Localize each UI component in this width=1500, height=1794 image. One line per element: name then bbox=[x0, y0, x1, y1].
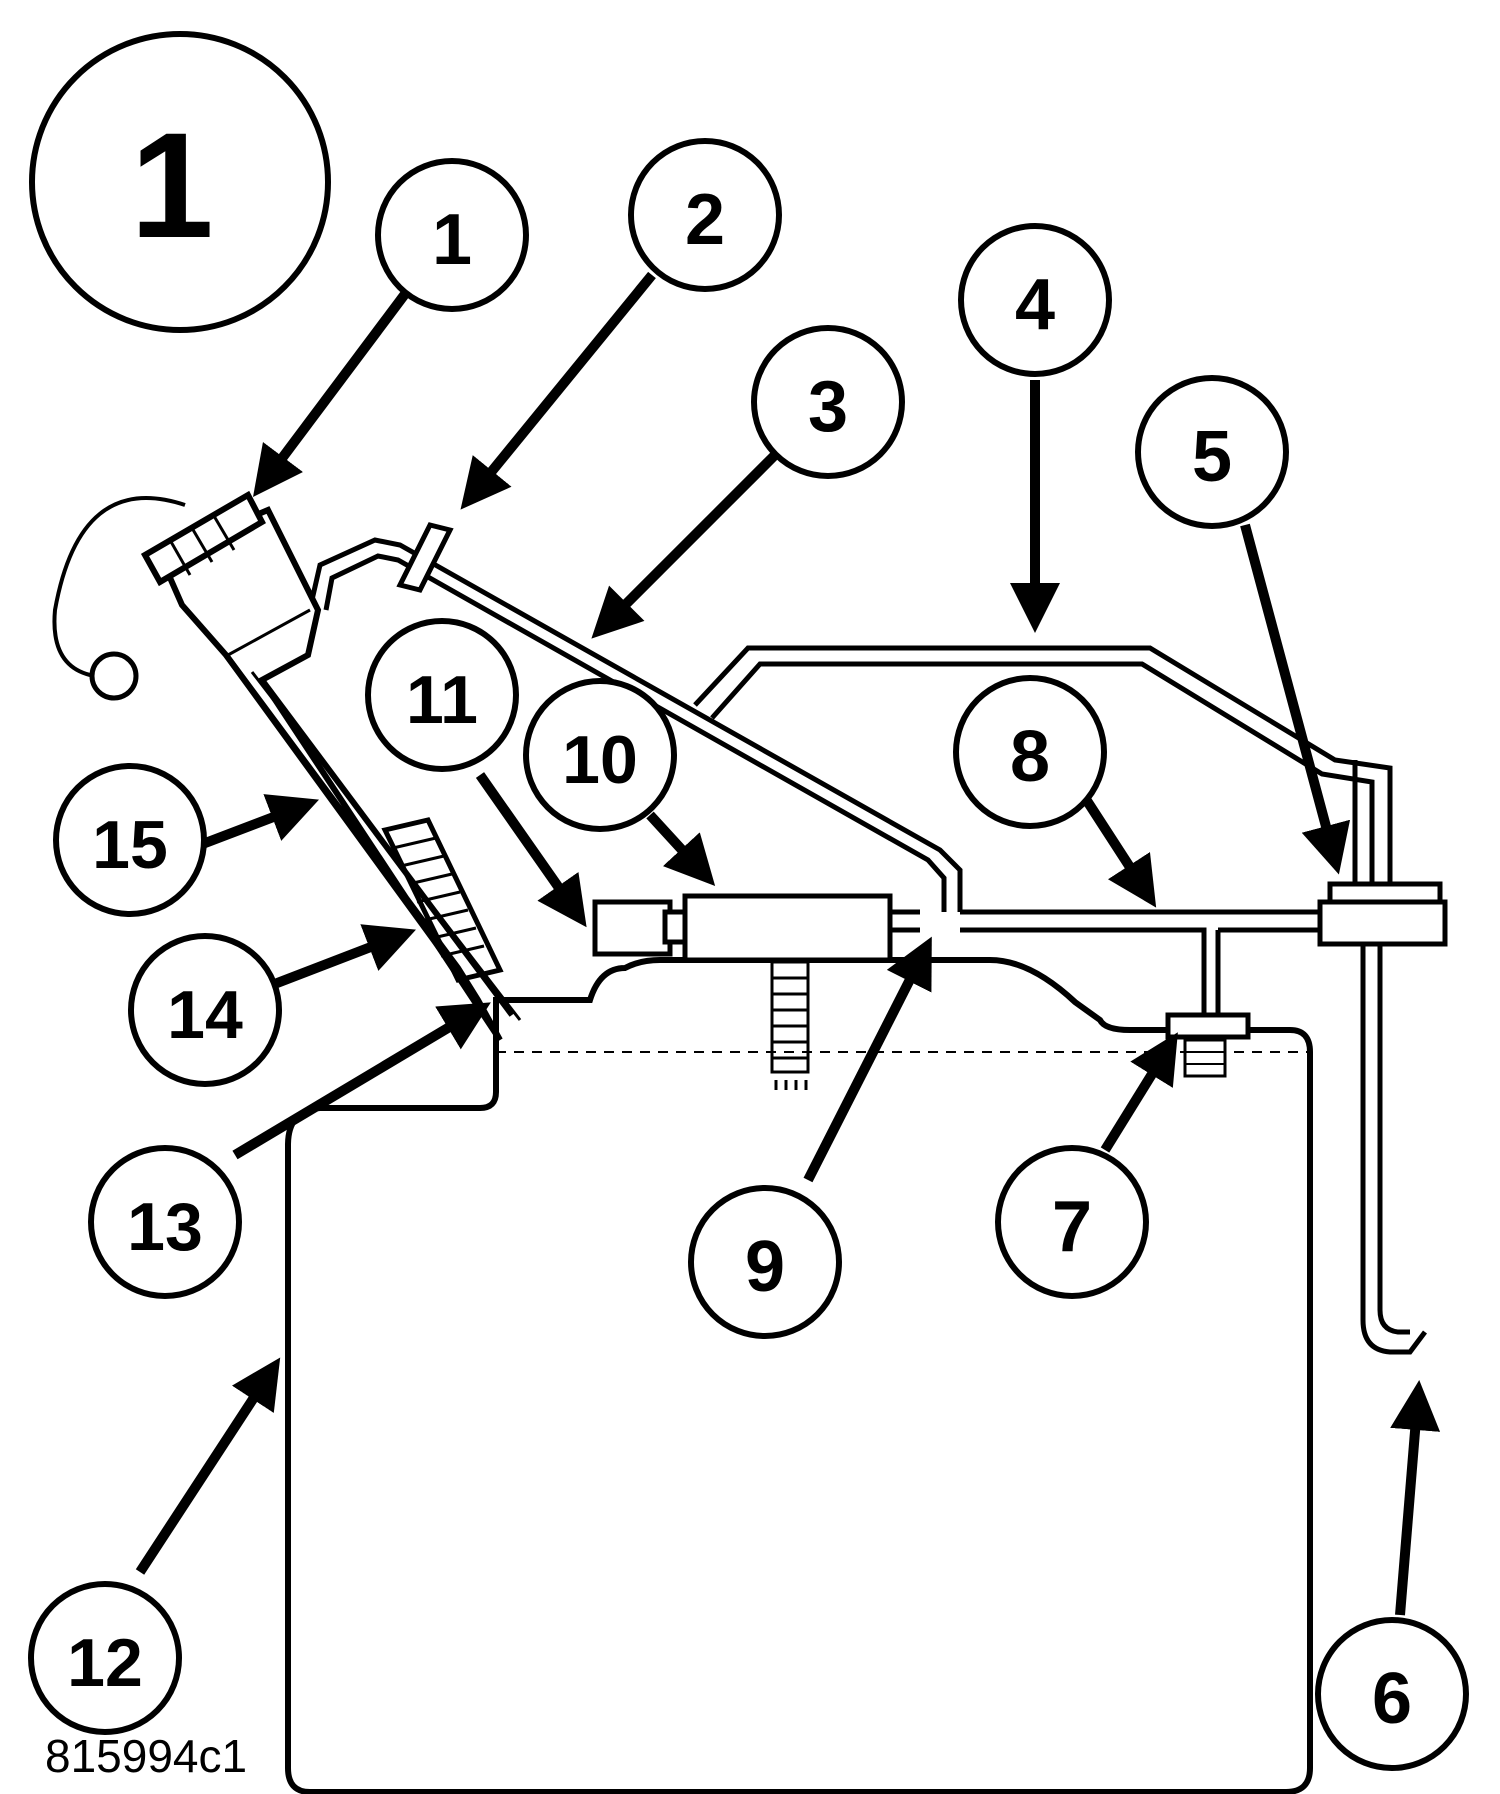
control-valve bbox=[1317, 881, 1448, 947]
callout-8: 8 bbox=[953, 675, 1107, 829]
svg-text:13: 13 bbox=[127, 1189, 203, 1265]
callout-3: 3 bbox=[751, 325, 905, 479]
filler-cap bbox=[52, 490, 266, 701]
svg-text:2: 2 bbox=[685, 180, 725, 260]
callout-11: 11 bbox=[365, 618, 519, 772]
fuel-tank bbox=[285, 957, 1313, 1794]
svg-text:1: 1 bbox=[130, 101, 213, 269]
figure-code: 815994c1 bbox=[45, 1730, 247, 1782]
svg-text:10: 10 bbox=[562, 722, 638, 798]
svg-text:12: 12 bbox=[67, 1625, 143, 1701]
filler-neck bbox=[156, 506, 522, 1042]
svg-text:5: 5 bbox=[1192, 417, 1232, 497]
callout-arrows bbox=[135, 271, 1441, 1616]
callout-9: 9 bbox=[688, 1185, 842, 1339]
callout-2: 2 bbox=[628, 138, 782, 292]
svg-text:7: 7 bbox=[1052, 1187, 1092, 1267]
callout-12: 12 bbox=[28, 1581, 182, 1735]
svg-text:11: 11 bbox=[406, 662, 478, 738]
svg-text:4: 4 bbox=[1015, 265, 1055, 345]
rollover-valve bbox=[1165, 1012, 1251, 1078]
callout-7: 7 bbox=[995, 1145, 1149, 1299]
svg-text:3: 3 bbox=[808, 367, 848, 447]
callout-15: 15 bbox=[53, 763, 207, 917]
fill-neck-baffle bbox=[381, 817, 504, 983]
callout-1: 1 bbox=[375, 158, 529, 312]
vent-line-connector bbox=[396, 522, 454, 593]
svg-text:15: 15 bbox=[92, 807, 168, 883]
canister-mount-bolt bbox=[770, 960, 810, 1090]
callout-13: 13 bbox=[88, 1145, 242, 1299]
evap-canister bbox=[592, 893, 920, 963]
svg-text:8: 8 bbox=[1010, 717, 1050, 797]
svg-text:6: 6 bbox=[1372, 1659, 1412, 1739]
callout-4: 4 bbox=[958, 223, 1112, 377]
svg-text:1: 1 bbox=[432, 200, 472, 280]
callout-10: 10 bbox=[523, 678, 677, 832]
svg-text:9: 9 bbox=[745, 1227, 785, 1307]
callout-6: 6 bbox=[1315, 1617, 1469, 1771]
callout-14: 14 bbox=[128, 933, 282, 1087]
callouts: 1 1 2 3 4 5 6 7 bbox=[28, 31, 1469, 1771]
figure-number-callout: 1 bbox=[29, 31, 331, 333]
callout-5: 5 bbox=[1135, 375, 1289, 529]
svg-text:14: 14 bbox=[167, 977, 243, 1053]
vent-lines bbox=[309, 537, 1427, 1355]
